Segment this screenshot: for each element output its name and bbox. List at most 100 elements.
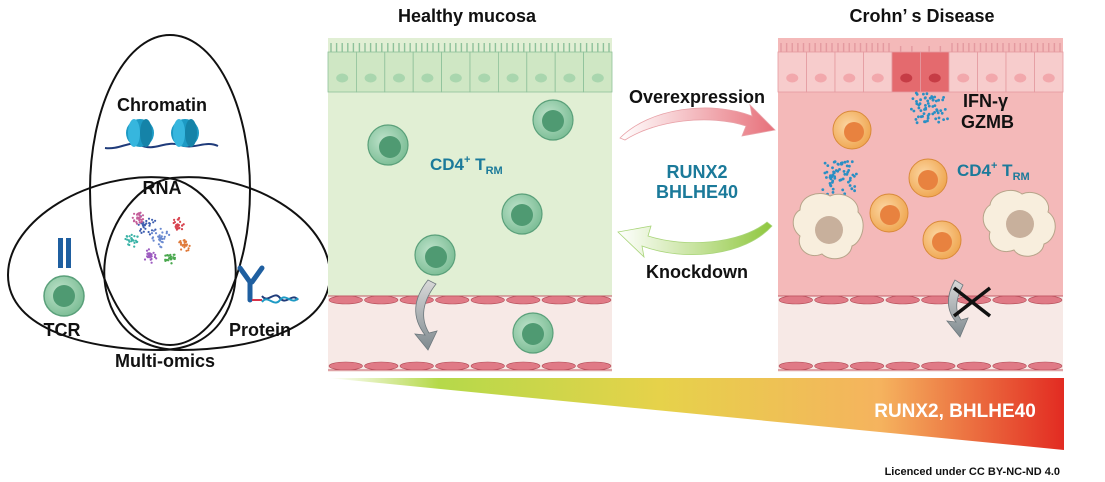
cd4-trm-cell (908, 158, 948, 198)
multiomics-venn: Chromatin RNA TCR Protein Multi-omics (6, 34, 332, 371)
rna-point (135, 222, 138, 225)
endothelial-cell (399, 361, 434, 371)
cytokine-dot (937, 98, 940, 102)
rna-point (153, 255, 156, 259)
epithelial-nucleus (957, 73, 970, 83)
rna-point (137, 223, 140, 226)
cytokine-dot (848, 178, 852, 182)
cytokine-dot (843, 160, 847, 164)
epithelial-cell (355, 51, 386, 93)
rna-point (150, 229, 154, 232)
rna-point (146, 255, 149, 258)
cytokine-dot (831, 187, 835, 191)
rna-point (141, 214, 145, 217)
endothelial-cell (506, 295, 541, 305)
cytokine-dot (933, 95, 937, 99)
crohns-cd4-cells (832, 110, 962, 260)
rna-point (155, 257, 158, 260)
epithelial-cell (806, 51, 836, 93)
macrophage-cells (792, 190, 1056, 260)
rna-point (152, 221, 155, 224)
cytokine-dot (847, 180, 850, 184)
endothelial-cell (921, 361, 956, 371)
epithelial-nucleus (1042, 73, 1055, 83)
cytokine-dot (845, 164, 849, 168)
rna-point (179, 220, 182, 223)
rna-point (135, 241, 138, 244)
cytokine-dot (928, 96, 932, 100)
crohns-blood-vessel (778, 295, 1063, 372)
cytokine-dot (942, 118, 945, 121)
rna-point (180, 248, 183, 251)
epithelial-nucleus (871, 73, 884, 83)
rna-point (168, 256, 171, 259)
cytokine-dot (832, 170, 835, 174)
rna-point (179, 241, 183, 245)
macrophage-icon (792, 193, 864, 260)
cytokine-dot (919, 109, 923, 112)
epithelial-nucleus (563, 73, 576, 83)
rna-point (159, 227, 162, 230)
epithelial-nucleus (814, 73, 827, 83)
endothelial-cell (577, 295, 612, 305)
gene-label-runx2: RUNX2 (666, 162, 727, 182)
endothelial-cell (778, 295, 813, 305)
cytokine-dot (925, 92, 929, 96)
rna-point (182, 239, 185, 242)
cytokine-dot (934, 99, 938, 103)
cytokine-dot (914, 118, 918, 121)
cytokine-dot (922, 92, 925, 96)
epithelial-cell (977, 51, 1007, 93)
cytokine-dot (935, 108, 939, 111)
cd4-trm-cell (501, 193, 543, 235)
cytokine-dot (943, 108, 947, 111)
cytokine-dot (846, 160, 849, 163)
expression-gradient: RUNX2, BHLHE40 (328, 378, 1064, 450)
epithelial-cell (384, 51, 414, 93)
rna-point (152, 239, 155, 242)
venn-circle-tcr (6, 176, 237, 352)
rna-point (127, 243, 130, 246)
endothelial-cell (814, 361, 849, 371)
rna-point (131, 216, 134, 219)
rna-point (181, 224, 184, 227)
cytokine-dot (939, 109, 943, 112)
overexpression-arrow-icon (619, 103, 776, 141)
rna-point (163, 235, 166, 238)
knockdown-label: Knockdown (646, 262, 748, 282)
cytokine-dot (924, 107, 928, 111)
cytokine-dot (934, 117, 938, 121)
endothelial-cell (435, 295, 470, 305)
cytokine-dot (837, 163, 840, 166)
cytokine-dot (839, 161, 843, 165)
rna-point (148, 222, 152, 225)
rna-point (133, 235, 136, 238)
crohns-epithelium (777, 43, 1064, 93)
epithelial-nucleus (928, 73, 941, 83)
cd4-trm-cell (512, 312, 554, 354)
endothelial-cell (328, 361, 363, 371)
cytokine-dot (831, 166, 834, 170)
rna-point (152, 229, 155, 232)
venn-label-rna: RNA (143, 178, 182, 198)
rna-point (178, 226, 181, 230)
rna-point (187, 249, 190, 252)
rna-point (132, 220, 136, 223)
rna-point (128, 235, 131, 238)
rna-point (142, 226, 145, 229)
venn-circle-chromatin (89, 34, 251, 346)
cytokine-dot (821, 188, 825, 192)
rna-point (141, 223, 145, 226)
rna-point (133, 241, 136, 244)
cytokine-dot (915, 100, 918, 103)
macrophage-icon (982, 190, 1056, 257)
antibody-dna-icon (237, 265, 299, 304)
rna-point (164, 258, 167, 261)
cytokine-dot (836, 169, 840, 173)
epithelial-cell (441, 51, 471, 93)
cytokine-dot (831, 173, 835, 177)
cytokine-dot (846, 170, 850, 174)
tcr-icon (43, 238, 85, 317)
rna-point (149, 254, 153, 257)
